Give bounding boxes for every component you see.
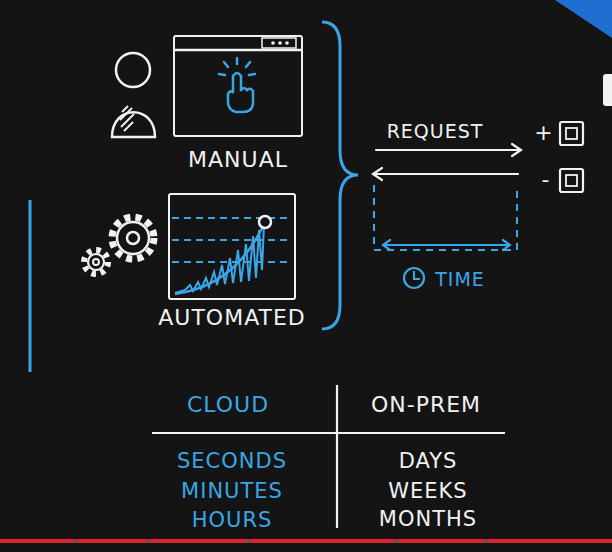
- person-hatching: [120, 106, 134, 131]
- resource-box: [560, 169, 583, 192]
- request-arrows: [373, 144, 521, 180]
- person-body: [112, 112, 155, 137]
- progress-gap: [485, 539, 488, 543]
- peak-marker: [259, 216, 271, 228]
- gears-icon: [84, 217, 154, 274]
- progress-gap: [74, 539, 77, 543]
- progress-gap: [147, 539, 150, 543]
- growth-trend: [175, 224, 264, 294]
- table-header: ON-PREM: [371, 394, 481, 416]
- gridline: [172, 239, 292, 241]
- table-cell: DAYS: [399, 451, 458, 472]
- table-cell: SECONDS: [177, 451, 287, 472]
- progress-bar: [0, 539, 612, 543]
- gear-hub: [93, 259, 99, 265]
- window-dot: [285, 41, 289, 45]
- side-rule: [29, 200, 32, 372]
- automated-window: AUTOMATED: [168, 193, 296, 300]
- window-buttons: [262, 38, 296, 48]
- clock-icon: [404, 268, 424, 288]
- request-arrow: [376, 144, 521, 156]
- table-cell: MINUTES: [181, 481, 283, 502]
- arrow-label: REQUEST: [387, 122, 484, 141]
- gear-rim: [88, 254, 104, 270]
- manual-window: MANUAL: [173, 35, 303, 137]
- corner-badge: [555, 0, 612, 38]
- plus-sign: +: [534, 122, 553, 144]
- table-header: CLOUD: [187, 394, 269, 416]
- finger: [233, 73, 241, 92]
- response-arrow: [373, 168, 518, 180]
- gear-hub: [127, 232, 139, 244]
- table-rule: [152, 432, 505, 434]
- table-divider: [336, 385, 338, 528]
- chart-gridlines: [172, 218, 292, 262]
- table-cell: HOURS: [192, 510, 273, 531]
- growth-curve: [175, 224, 264, 293]
- curly-brace: [322, 22, 358, 329]
- resource-inner: [566, 175, 577, 186]
- gear-teeth: [112, 217, 154, 259]
- gridline: [172, 261, 292, 263]
- resource-inner: [566, 128, 577, 139]
- click-icon: [219, 58, 255, 112]
- progress-gap: [247, 539, 250, 543]
- gear-rim: [117, 222, 149, 254]
- wait-box: [374, 185, 517, 250]
- clock-hands: [414, 271, 420, 279]
- progress-gap: [395, 539, 398, 543]
- gear-teeth: [84, 250, 108, 274]
- gridline: [172, 217, 292, 219]
- window-caption: AUTOMATED: [158, 307, 306, 329]
- minus-sign: -: [542, 169, 551, 191]
- time-label: TIME: [435, 270, 485, 289]
- window-titlebar: [174, 49, 302, 52]
- table-cell: MONTHS: [379, 509, 477, 530]
- person-head: [116, 53, 150, 87]
- fist: [228, 88, 253, 112]
- window-dot: [271, 41, 275, 45]
- edge-tab: [603, 74, 612, 106]
- table-cell: WEEKS: [388, 481, 467, 502]
- window-caption: MANUAL: [188, 149, 288, 171]
- resource-box: [560, 122, 583, 145]
- duration-arrow: [383, 240, 510, 250]
- window-dot: [278, 41, 282, 45]
- click-rays: [219, 58, 255, 75]
